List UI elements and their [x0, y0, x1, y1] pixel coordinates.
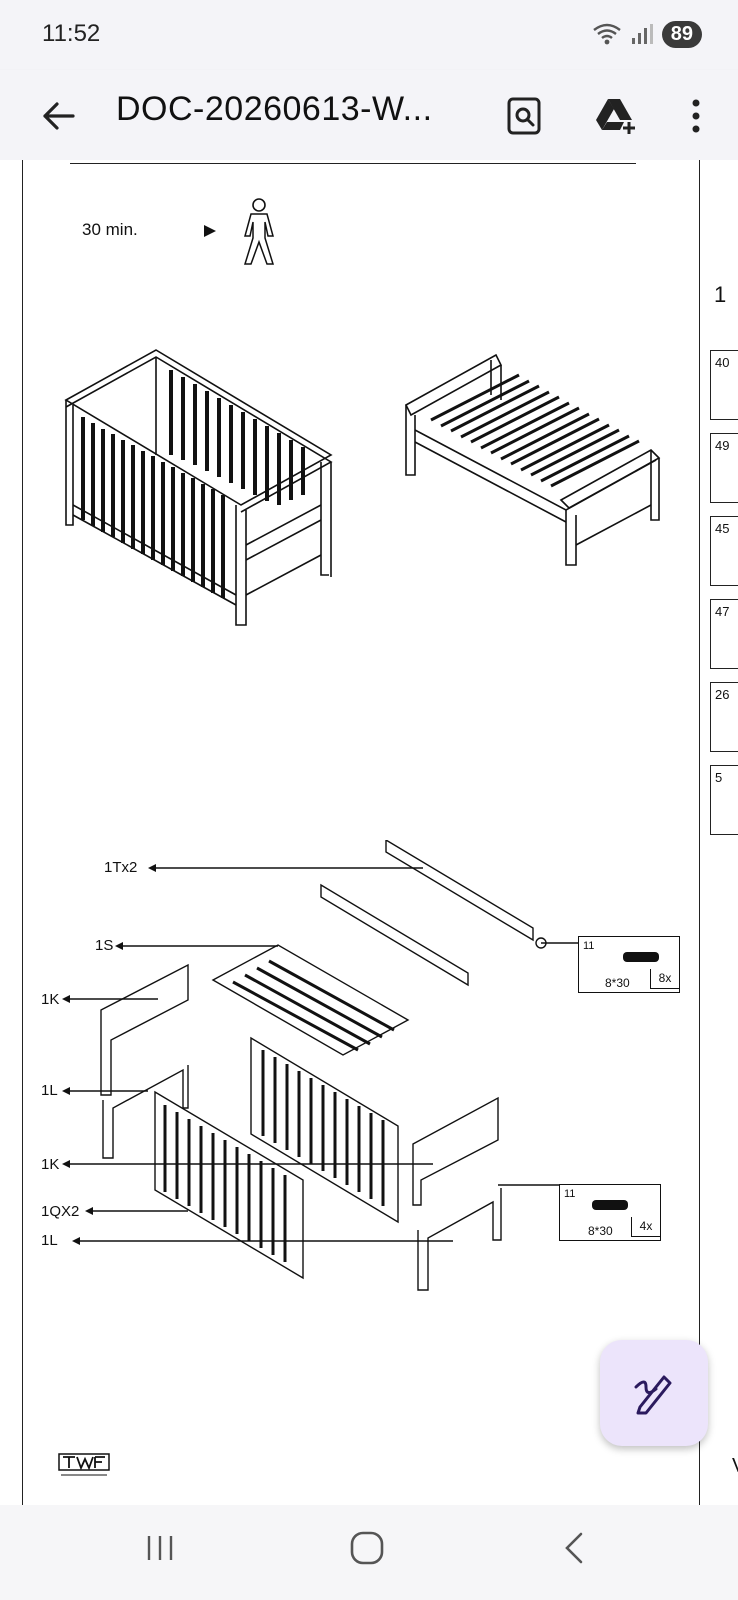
arrow-back-icon — [43, 102, 75, 130]
next-page-letter: V — [732, 1455, 738, 1478]
home-icon — [350, 1531, 384, 1565]
status-icons: 89 — [592, 18, 702, 50]
next-page-code-box: 47 — [710, 599, 738, 669]
back-button[interactable] — [30, 88, 86, 144]
annotate-fab[interactable] — [600, 1340, 708, 1446]
fitting-number: 11 — [564, 1188, 576, 1200]
fitting-size: 8*30 — [605, 976, 630, 990]
dowel-icon — [623, 952, 659, 962]
part-label-1l-left: 1L — [41, 1082, 58, 1099]
back-nav-button[interactable] — [534, 1523, 614, 1573]
fitting-box: 11 8*30 8x — [578, 936, 680, 993]
recent-apps-button[interactable] — [120, 1523, 200, 1573]
fitting-size: 8*30 — [588, 1224, 613, 1238]
document-page: 30 min. — [22, 160, 700, 1506]
signal-icon — [631, 24, 653, 44]
recent-apps-icon — [147, 1536, 173, 1560]
next-page-edge: 1 40 49 45 47 26 5 V — [710, 160, 738, 1505]
next-page-code: 26 — [715, 687, 730, 702]
chevron-left-icon — [565, 1532, 583, 1564]
drive-add-icon — [596, 99, 635, 134]
assembled-cot-illustration — [64, 349, 333, 626]
lens-search-icon — [507, 97, 541, 135]
next-page-code-box: 49 — [710, 433, 738, 503]
fitting-quantity: 4x — [631, 1217, 660, 1237]
part-label-1t: 1Tx2 — [104, 859, 138, 876]
system-navigation-bar — [0, 1505, 738, 1600]
part-label-1k-right: 1K — [41, 1156, 60, 1173]
app-bar: DOC-20260613-W... — [0, 70, 738, 160]
battery-indicator: 89 — [661, 20, 702, 48]
exploded-parts-diagram — [62, 840, 578, 1291]
next-page-code-box: 5 — [710, 765, 738, 835]
status-time: 11:52 — [42, 20, 101, 47]
part-label-1s: 1S — [95, 937, 114, 954]
time-estimate: 30 min. — [82, 220, 138, 239]
part-label-1qx2: 1QX2 — [41, 1203, 80, 1220]
document-viewer[interactable] — [0, 160, 738, 1505]
wifi-icon — [593, 23, 621, 45]
part-label-1k-left: 1K — [41, 991, 60, 1008]
document-title: DOC-20260613-W... — [116, 90, 433, 128]
more-options-button[interactable] — [676, 88, 716, 144]
lens-search-button[interactable] — [496, 88, 552, 144]
part-label-1l-right: 1L — [41, 1232, 58, 1249]
more-vert-icon — [692, 99, 700, 133]
arrow-right-icon — [204, 225, 216, 237]
next-page-code-box: 26 — [710, 682, 738, 752]
fitting-number: 11 — [583, 940, 595, 952]
page-top-rule — [70, 163, 636, 164]
next-page-code: 47 — [715, 604, 730, 619]
add-to-drive-button[interactable] — [586, 88, 646, 144]
fitting-box: 11 8*30 4x — [559, 1184, 661, 1241]
fitting-quantity: 8x — [650, 969, 679, 989]
next-page-code-box: 40 — [710, 350, 738, 420]
next-page-code: 45 — [715, 521, 730, 536]
next-page-code: 5 — [715, 770, 723, 785]
next-page-code: 40 — [715, 355, 730, 370]
next-page-code: 49 — [715, 438, 730, 453]
status-bar: 11:52 89 — [0, 0, 738, 70]
next-page-code-box: 45 — [710, 516, 738, 586]
manufacturer-logo — [58, 1453, 110, 1476]
annotate-pen-icon — [634, 1375, 672, 1415]
home-button[interactable] — [327, 1523, 407, 1573]
converted-bed-illustration — [404, 353, 661, 566]
next-page-step-number: 1 — [714, 282, 727, 307]
dowel-icon — [592, 1200, 628, 1210]
person-icon — [243, 198, 275, 265]
